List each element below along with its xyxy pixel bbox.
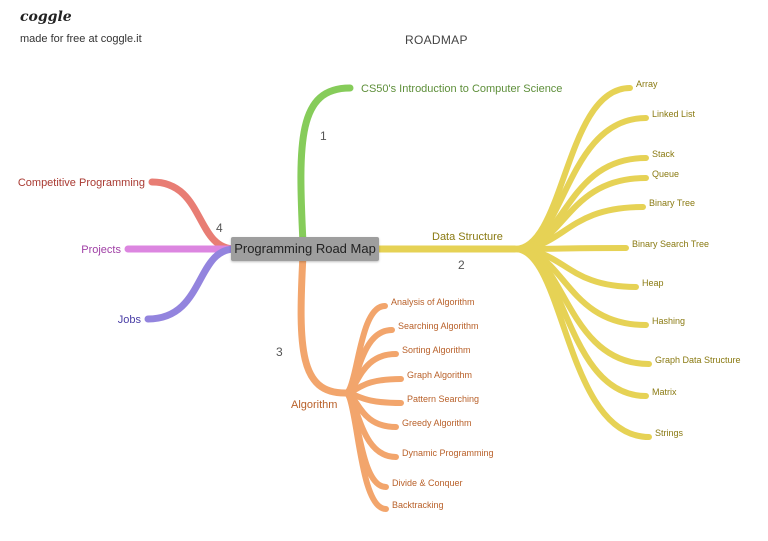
algorithm-connectors bbox=[342, 303, 404, 512]
branch-number-1: 1 bbox=[320, 129, 327, 143]
leaf-divide-conquer[interactable]: Divide & Conquer bbox=[392, 478, 463, 488]
leaf-linked-list[interactable]: Linked List bbox=[652, 109, 696, 119]
leaf-searching-algorithm[interactable]: Searching Algorithm bbox=[398, 321, 479, 331]
leaf-strings[interactable]: Strings bbox=[655, 428, 684, 438]
central-topic[interactable]: Programming Road Map bbox=[231, 237, 379, 261]
leaf-graph-data-structure[interactable]: Graph Data Structure bbox=[655, 355, 741, 365]
branch-label-algorithm[interactable]: Algorithm bbox=[291, 399, 337, 411]
connector-jobs bbox=[144, 245, 239, 323]
data-structure-connectors bbox=[512, 85, 652, 440]
connector-strings bbox=[512, 246, 652, 440]
leaf-matrix[interactable]: Matrix bbox=[652, 387, 677, 397]
coggle-logo[interactable]: coggle bbox=[20, 9, 72, 25]
leaf-analysis-of-algorithm[interactable]: Analysis of Algorithm bbox=[391, 297, 475, 307]
leaf-sorting-algorithm[interactable]: Sorting Algorithm bbox=[402, 345, 471, 355]
leaf-greedy-algorithm[interactable]: Greedy Algorithm bbox=[402, 418, 472, 428]
leaf-binary-search-tree[interactable]: Binary Search Tree bbox=[632, 239, 709, 249]
connector-competitive-programming bbox=[148, 178, 239, 253]
leaf-queue[interactable]: Queue bbox=[652, 169, 679, 179]
leaf-competitive-programming[interactable]: Competitive Programming bbox=[18, 177, 145, 189]
coggle-tagline[interactable]: made for free at coggle.it bbox=[20, 33, 142, 45]
connector-algorithm bbox=[297, 251, 349, 397]
leaf-hashing[interactable]: Hashing bbox=[652, 316, 685, 326]
branch-number-2: 2 bbox=[458, 258, 465, 272]
branch-label-data-structure[interactable]: Data Structure bbox=[432, 231, 503, 243]
leaf-graph-algorithm[interactable]: Graph Algorithm bbox=[407, 370, 472, 380]
leaf-heap[interactable]: Heap bbox=[642, 278, 664, 288]
leaf-stack[interactable]: Stack bbox=[652, 149, 675, 159]
leaf-jobs[interactable]: Jobs bbox=[118, 314, 142, 326]
branch-number-4: 4 bbox=[216, 221, 223, 235]
branch-number-3: 3 bbox=[276, 345, 283, 359]
page-title: ROADMAP bbox=[405, 33, 468, 47]
branch-connectors bbox=[124, 84, 652, 512]
leaf-binary-tree[interactable]: Binary Tree bbox=[649, 198, 695, 208]
leaf-array[interactable]: Array bbox=[636, 79, 658, 89]
connector-backtracking bbox=[342, 390, 389, 512]
leaf-dynamic-programming[interactable]: Dynamic Programming bbox=[402, 448, 494, 458]
leaf-pattern-searching[interactable]: Pattern Searching bbox=[407, 394, 479, 404]
leaf-backtracking[interactable]: Backtracking bbox=[392, 500, 444, 510]
branch-label-cs50[interactable]: CS50's Introduction to Computer Science bbox=[361, 83, 562, 95]
leaf-projects[interactable]: Projects bbox=[81, 244, 121, 256]
connector-cs50 bbox=[297, 84, 354, 247]
